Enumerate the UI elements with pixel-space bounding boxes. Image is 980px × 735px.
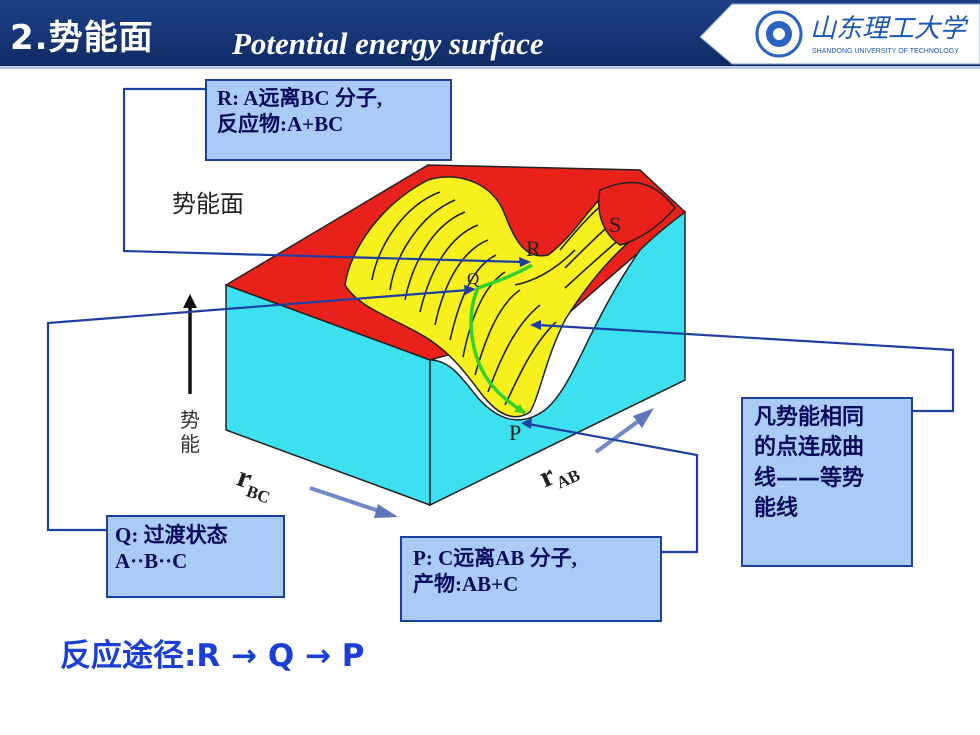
contour-callout-line-4: 能线 (754, 496, 799, 522)
product-callout-line-2: 产物:AB+C (413, 571, 519, 596)
logo-text-cn: 山东理工大学 (810, 14, 967, 44)
slide-title: 2.势能面 (10, 18, 154, 58)
energy-axis-label-1: 势 (180, 408, 200, 432)
contour-callout-line-2: 的点连成曲 (754, 435, 865, 461)
contour-callout-line-3: 线——等势 (754, 465, 865, 491)
transition-state-callout-line-1: Q: 过渡状态 (115, 523, 228, 547)
surface-label: 势能面 (172, 190, 244, 218)
rbc-axis-arrow (309, 486, 398, 518)
reactant-callout: R: A远离BC 分子, 反应物:A+BC (205, 79, 452, 161)
reactant-callout-line-1: R: A远离BC 分子, (217, 86, 383, 110)
energy-axis-label-2: 能 (180, 432, 200, 456)
energy-axis-arrow (183, 294, 197, 394)
university-logo (699, 3, 980, 65)
potential-energy-surface-diagram (224, 164, 687, 507)
point-r-label: R (526, 236, 541, 261)
point-q-label: Q (467, 269, 480, 288)
callout-arrowheads (464, 257, 541, 429)
product-callout: P: C远离AB 分子, 产物:AB+C (400, 536, 662, 622)
reaction-path (469, 263, 533, 415)
header-divider (0, 66, 980, 69)
reaction-pathway-text: 反应途径:R → Q → P (60, 638, 365, 674)
product-callout-line-1: P: C远离AB 分子, (413, 546, 577, 570)
logo-text-en: SHANDONG UNIVERSITY OF TECHNOLOGY (812, 48, 959, 55)
point-s-label: S (609, 212, 622, 237)
callout-connectors (46, 87, 955, 554)
reaction-path-arrowhead (514, 404, 525, 413)
surface-side-face (429, 210, 686, 507)
reactant-callout-line-2: 反应物:A+BC (217, 111, 344, 136)
transition-state-callout: Q: 过渡状态 A··B··C (106, 515, 285, 598)
point-p-label: P (509, 420, 522, 445)
transition-state-callout-line-2: A··B··C (115, 548, 188, 573)
contour-definition-callout: 凡势能相同 的点连成曲 线——等势 能线 (741, 397, 913, 567)
rab-axis-arrow (594, 408, 654, 454)
contour-callout-line-1: 凡势能相同 (754, 405, 865, 430)
peak-S (598, 181, 676, 246)
slide-subtitle-english: Potential energy surface (232, 26, 544, 61)
